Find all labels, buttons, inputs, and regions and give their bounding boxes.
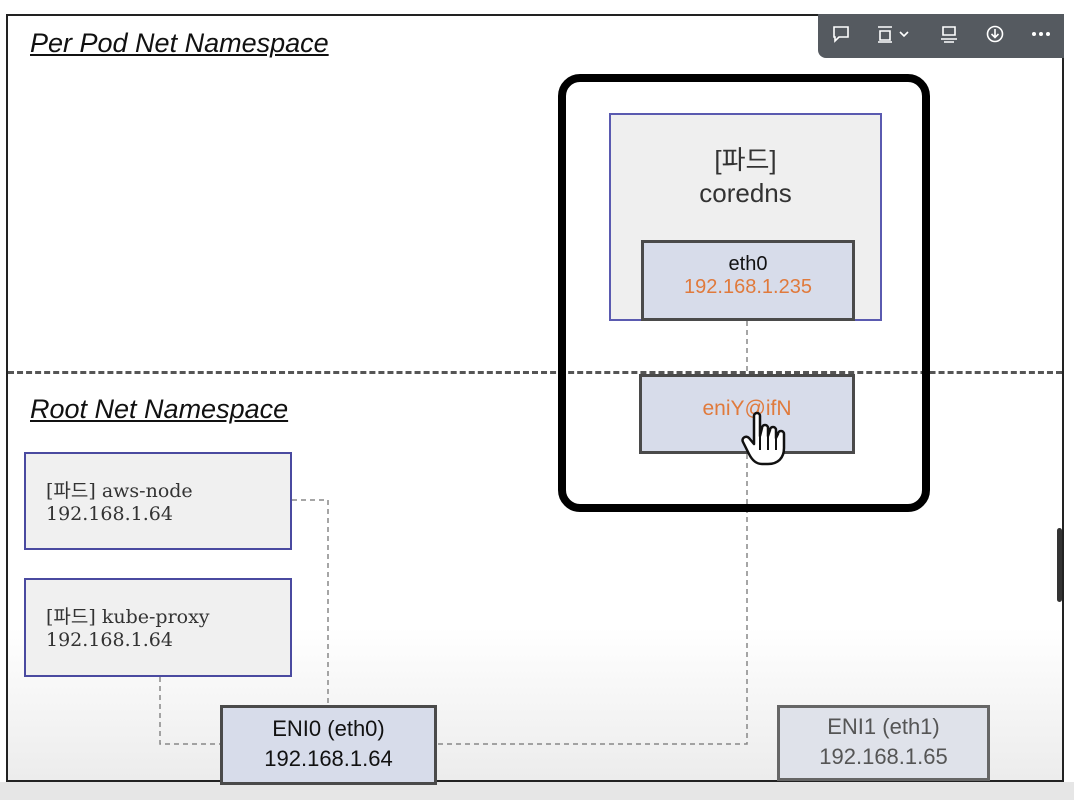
present-icon[interactable]: [929, 24, 969, 49]
vertical-scrollbar[interactable]: [1057, 528, 1062, 602]
kube-proxy-ip: 192.168.1.64: [46, 629, 173, 651]
kube-proxy-box: [파드] kube-proxy 192.168.1.64: [24, 578, 292, 677]
pod-name-label: coredns: [699, 178, 792, 208]
veth-to-eni0-link: [437, 454, 748, 745]
veth-label: eniY@ifN: [702, 397, 792, 420]
hand-cursor-icon: [741, 411, 786, 466]
pod-eth0-label: eth0: [728, 253, 768, 275]
per-pod-namespace-title: Per Pod Net Namespace: [30, 28, 329, 58]
more-icon[interactable]: [1021, 24, 1061, 49]
layout-menu-icon[interactable]: [867, 24, 923, 49]
eni0-box: ENI0 (eth0) 192.168.1.64: [220, 705, 437, 785]
aws-node-link: [292, 499, 329, 706]
highlight-outline: [558, 74, 930, 512]
eni1-label: ENI1 (eth1): [827, 714, 940, 739]
aws-node-box: [파드] aws-node 192.168.1.64: [24, 452, 292, 550]
pod-eth0-ip: 192.168.1.235: [684, 276, 812, 298]
eni1-box: ENI1 (eth1) 192.168.1.65: [777, 705, 990, 781]
namespace-divider: [8, 371, 1062, 374]
root-namespace-title: Root Net Namespace: [30, 394, 289, 424]
download-icon[interactable]: [975, 24, 1015, 49]
eni0-label: ENI0 (eth0): [272, 716, 385, 741]
aws-node-ip: 192.168.1.64: [46, 503, 173, 525]
pod-kind-label: [파드]: [714, 145, 777, 175]
kube-proxy-link: [159, 677, 220, 745]
eni1-ip: 192.168.1.65: [819, 744, 948, 769]
bottom-strip: [0, 782, 1074, 800]
comment-icon[interactable]: [821, 24, 861, 49]
kube-proxy-label: [파드] kube-proxy: [46, 606, 210, 628]
eni0-ip: 192.168.1.64: [264, 746, 393, 771]
aws-node-label: [파드] aws-node: [46, 480, 193, 502]
slide-toolbar: [818, 14, 1064, 58]
pod-eth0-box: eth0 192.168.1.235: [641, 240, 855, 321]
